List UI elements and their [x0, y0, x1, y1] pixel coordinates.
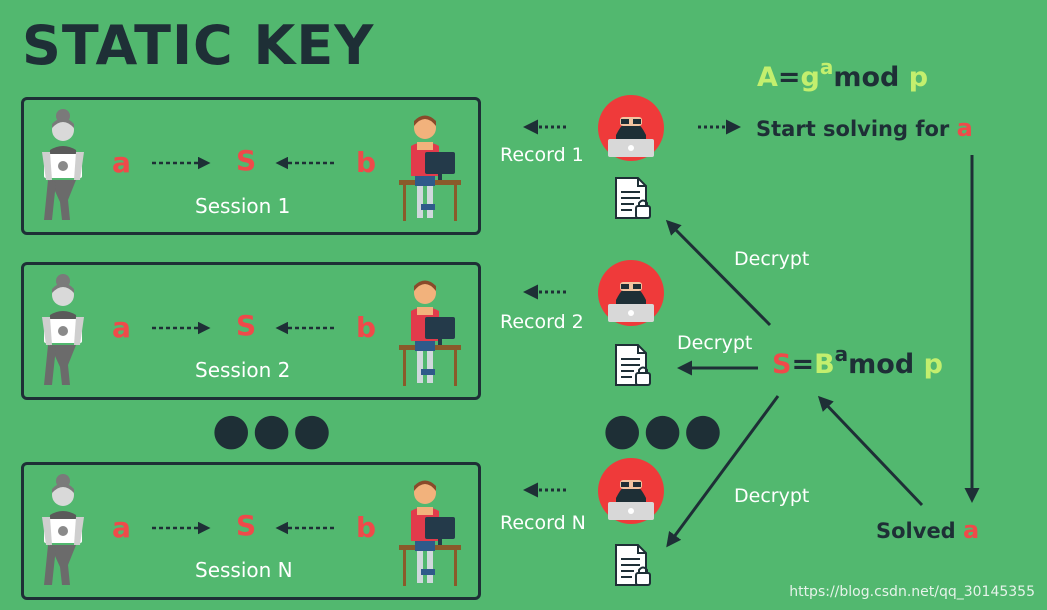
- session-2-var-a: a: [112, 311, 131, 344]
- start-solving-var: a: [956, 114, 973, 142]
- person-icon-bob-1: [399, 115, 461, 221]
- decrypt-label-2: Decrypt: [677, 332, 753, 354]
- hacker-icon-n: [598, 458, 664, 524]
- decrypt-label-n: Decrypt: [734, 485, 810, 507]
- session-1-var-b: b: [356, 146, 377, 179]
- solved-text: Solved a: [876, 516, 979, 544]
- session-n-label: Session N: [195, 558, 293, 582]
- ellipsis-sessions: ●●●: [212, 404, 334, 455]
- locked-document-icon-n: [615, 544, 651, 586]
- formula-eq: =: [777, 62, 801, 93]
- locked-document-icon-1: [615, 177, 651, 219]
- session-box-1: [21, 97, 481, 235]
- formula-mod: mod: [833, 62, 900, 93]
- formula-s: S: [772, 349, 792, 380]
- watermark: https://blog.csdn.net/qq_30145355: [789, 584, 1035, 600]
- formula-s-eq: =: [791, 349, 815, 380]
- page-title: STATIC KEY: [22, 14, 375, 77]
- session-2-var-b: b: [356, 311, 377, 344]
- formula-g: g: [800, 62, 820, 93]
- formula-b: B: [814, 349, 835, 380]
- session-n-var-b: b: [356, 511, 377, 544]
- session-n-var-a: a: [112, 511, 131, 544]
- formula-p: p: [908, 62, 929, 93]
- formula-s-exp: a: [834, 342, 849, 366]
- record-1-label: Record 1: [500, 144, 584, 166]
- formula-public-key: A=gamod p: [757, 55, 929, 93]
- person-icon-bob-n: [399, 480, 461, 586]
- session-2-var-s: S: [236, 309, 257, 342]
- person-icon-alice-2: [42, 274, 84, 385]
- person-icon-alice-n: [42, 474, 84, 585]
- hacker-icon-2: [598, 260, 664, 326]
- formula-s-p: p: [923, 349, 943, 380]
- ellipsis-records: ●●●: [603, 404, 725, 455]
- locked-document-icon-2: [615, 344, 651, 386]
- formula-shared-secret: S=Bamod p: [772, 342, 943, 380]
- session-2-label: Session 2: [195, 358, 291, 382]
- decrypt-label-1: Decrypt: [734, 248, 810, 270]
- formula-s-mod: mod: [848, 349, 915, 380]
- record-2-label: Record 2: [500, 311, 584, 333]
- session-n-var-s: S: [236, 509, 257, 542]
- solved-var: a: [963, 516, 980, 544]
- session-box-n: [21, 462, 481, 600]
- start-solving-label: Start solving for: [756, 117, 950, 141]
- session-1-label: Session 1: [195, 194, 291, 218]
- session-1-var-s: S: [236, 144, 257, 177]
- formula-a-upper: A: [757, 62, 778, 93]
- person-icon-alice-1: [42, 109, 84, 220]
- person-icon-bob-2: [399, 280, 461, 386]
- hacker-icon-1: [598, 95, 664, 161]
- formula-exp-a: a: [819, 55, 834, 79]
- solved-label: Solved: [876, 519, 956, 543]
- session-box-2: [21, 262, 481, 400]
- start-solving-text: Start solving for a: [756, 114, 973, 142]
- record-n-label: Record N: [500, 512, 586, 534]
- session-1-var-a: a: [112, 146, 131, 179]
